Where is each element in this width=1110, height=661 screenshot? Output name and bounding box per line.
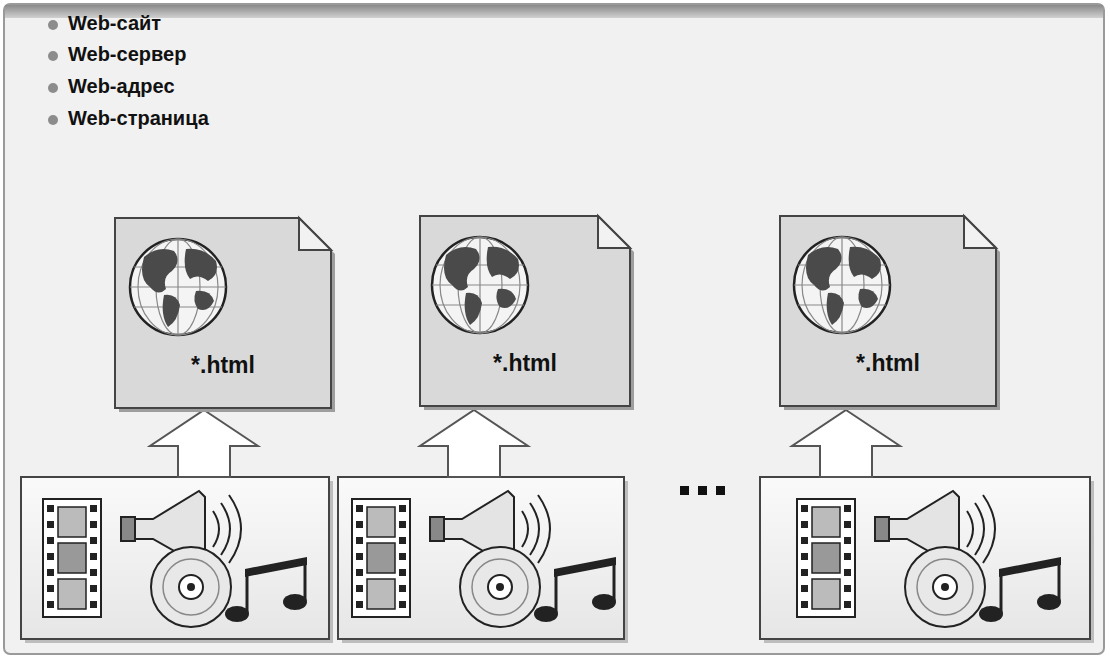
document-page [780, 216, 996, 406]
bullet-dots [48, 20, 58, 125]
bullet-label: Web-адрес [68, 75, 175, 98]
document-outline [115, 218, 331, 408]
source-box [338, 477, 628, 643]
document-fold [299, 218, 331, 250]
bullet-label: Web-страница [68, 107, 209, 130]
document-outline [780, 216, 996, 406]
document-fold [964, 216, 996, 248]
source-box [760, 477, 1094, 643]
file-name: *.html [115, 352, 331, 379]
file-name: *.html [780, 350, 996, 377]
document-page [420, 216, 630, 406]
document-page [115, 218, 331, 408]
bullet-label: Web-сайт [68, 12, 161, 35]
html-document: *.html [780, 216, 996, 406]
document-outline [420, 216, 630, 406]
document-fold [598, 216, 630, 248]
html-document: *.html [420, 216, 630, 406]
panel-title-bar [5, 5, 1103, 18]
panel-frame [4, 4, 1104, 654]
file-name: *.html [420, 350, 630, 377]
bullet-label: Web-сервер [68, 43, 186, 66]
ellipsis-squares [680, 486, 725, 495]
html-document: *.html [115, 218, 331, 408]
source-box [21, 477, 333, 643]
upload-arrows [150, 410, 900, 477]
